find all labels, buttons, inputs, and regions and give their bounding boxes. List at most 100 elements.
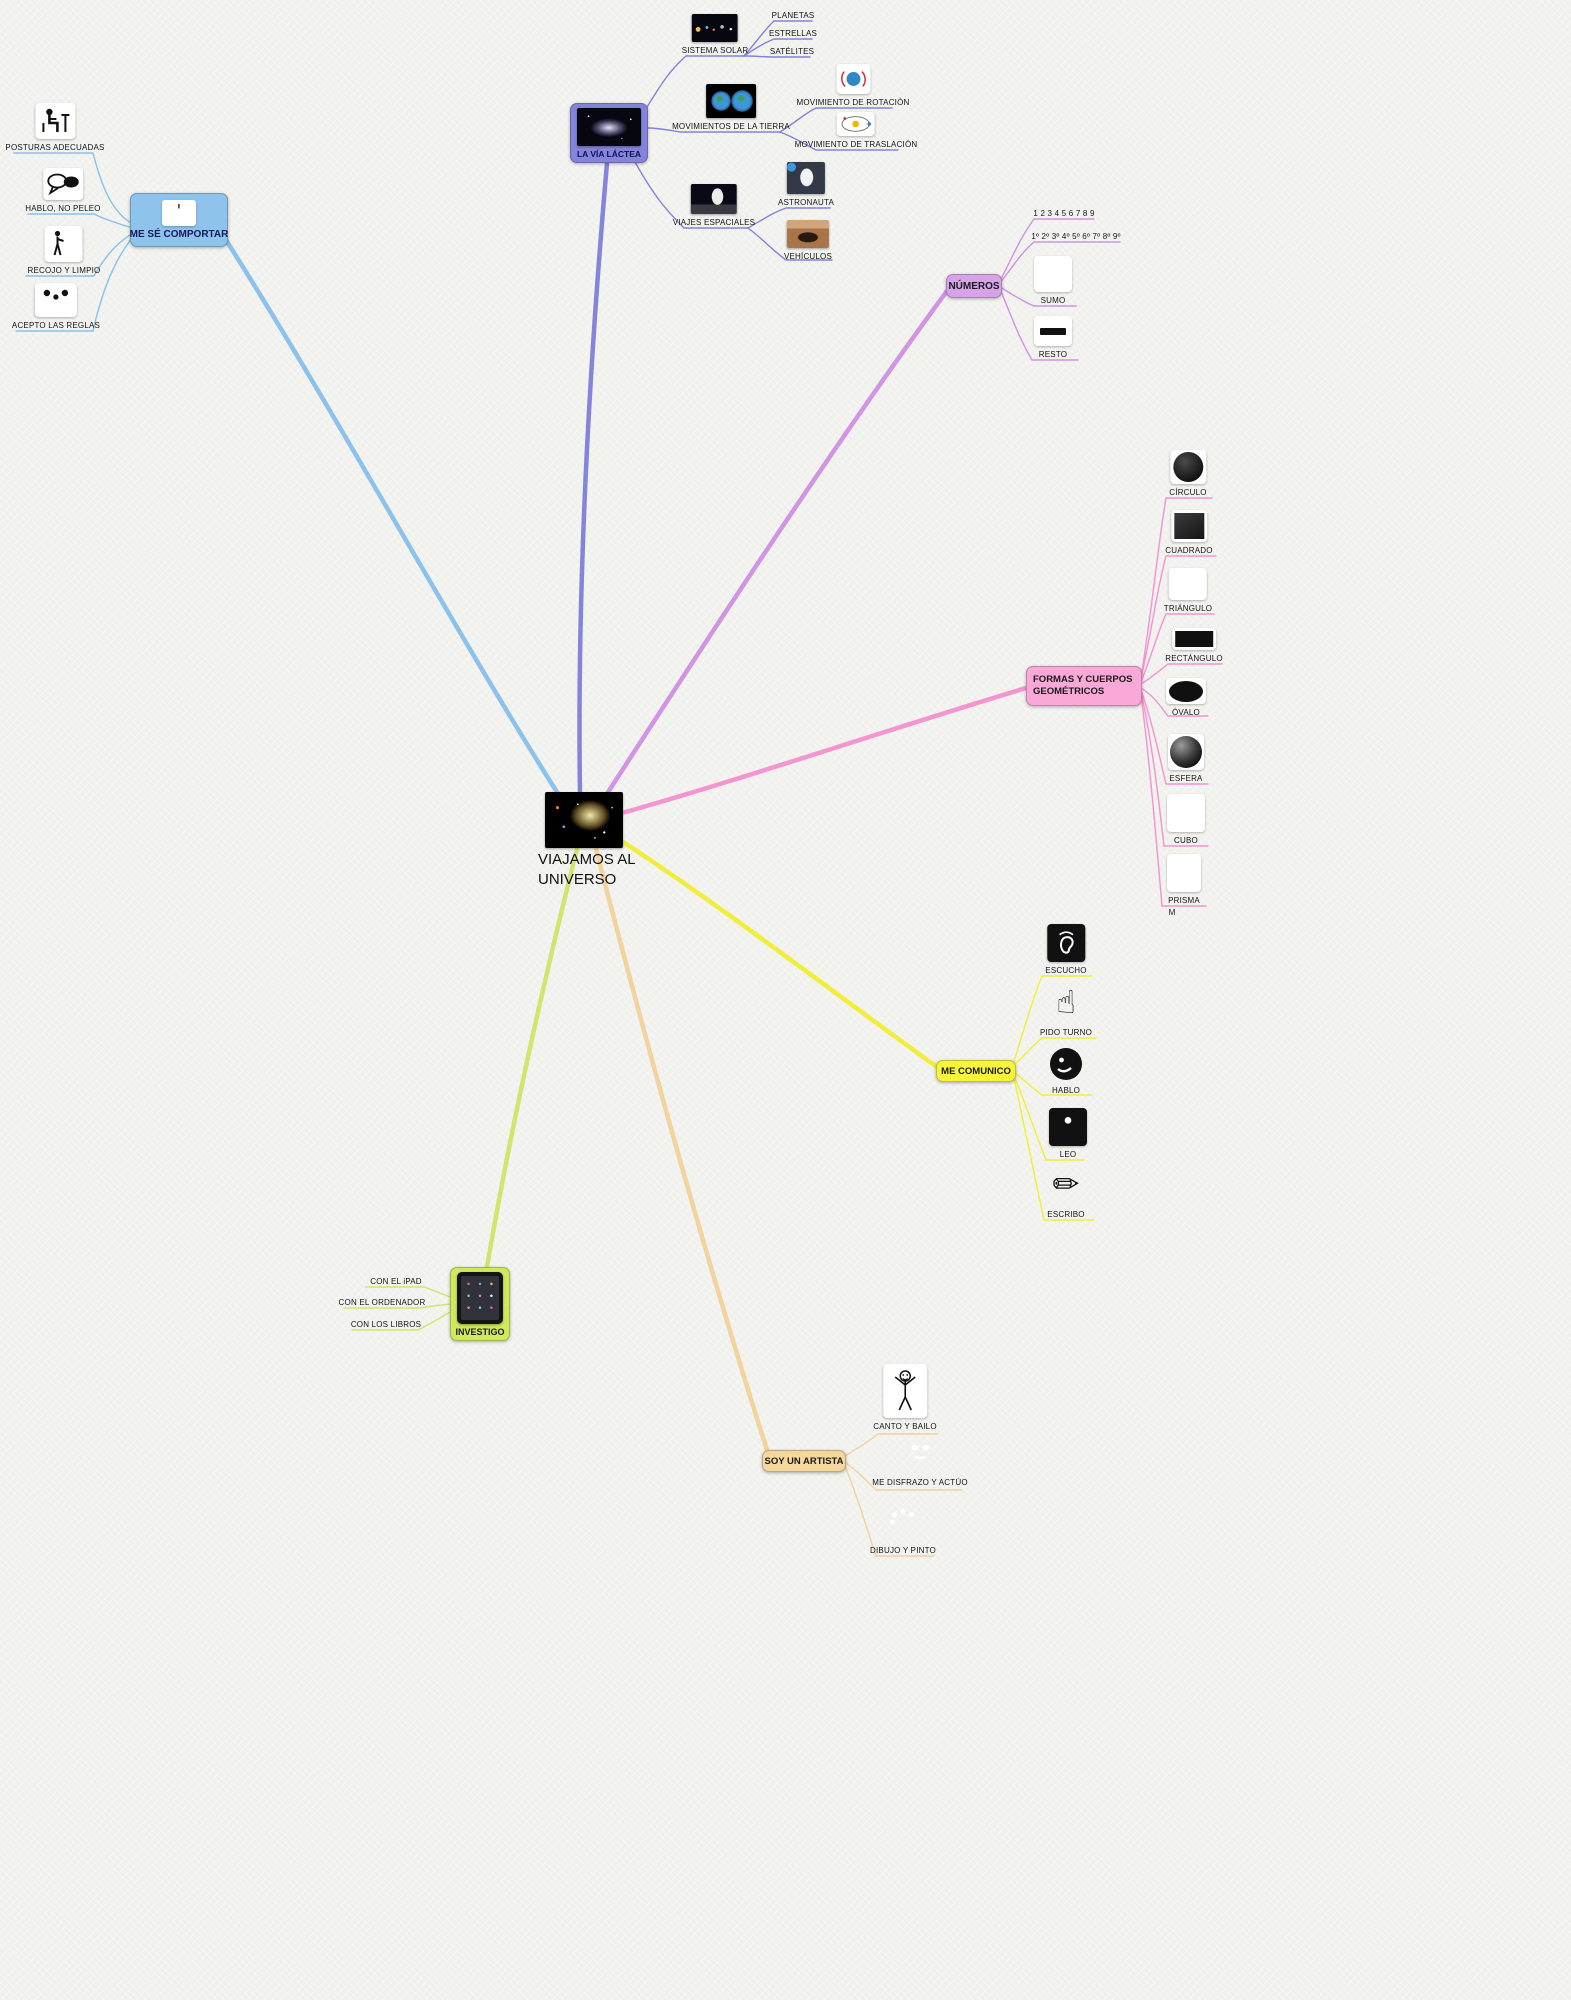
child-label[interactable]: CÍRCULO: [1169, 488, 1207, 497]
child-label[interactable]: MOVIMIENTOS DE LA TIERRA: [672, 122, 790, 131]
node-con-los-libros[interactable]: CON LOS LIBROS: [351, 1320, 421, 1329]
node-prisma[interactable]: PRISMA: [1167, 854, 1201, 905]
child-label[interactable]: CON EL ORDENADOR: [338, 1298, 426, 1307]
node-triangulo[interactable]: TRIÁNGULO: [1164, 568, 1212, 613]
node-resto[interactable]: RESTO: [1034, 316, 1072, 359]
branch-investigo[interactable]: INVESTIGO: [450, 1267, 510, 1341]
node-pido-turno[interactable]: ☝ PIDO TURNO: [1040, 986, 1092, 1037]
child-label[interactable]: PIDO TURNO: [1039, 1028, 1093, 1037]
child-label[interactable]: SATÉLITES: [769, 47, 815, 56]
child-label[interactable]: POSTURAS ADECUADAS: [5, 143, 105, 152]
central-topic-image[interactable]: [545, 792, 623, 848]
earth-orbit-icon: [837, 112, 875, 136]
child-label[interactable]: HABLO, NO PELEO: [25, 204, 101, 213]
child-label[interactable]: ASTRONAUTA: [777, 198, 835, 207]
node-canto-y-bailo[interactable]: CANTO Y BAILO: [873, 1364, 937, 1431]
node-acepto-las-reglas[interactable]: ACEPTO LAS REGLAS: [12, 283, 100, 330]
child-label[interactable]: ACEPTO LAS REGLAS: [11, 321, 101, 330]
node-rectangulo[interactable]: RECTÁNGULO: [1165, 628, 1223, 663]
node-cuadrado[interactable]: CUADRADO: [1165, 510, 1212, 555]
central-topic-title[interactable]: VIAJAMOS AL UNIVERSO: [538, 851, 635, 888]
child-label[interactable]: CON LOS LIBROS: [350, 1320, 422, 1329]
node-dibujo-y-pinto[interactable]: DIBUJO Y PINTO: [870, 1498, 936, 1555]
node-esfera[interactable]: ESFERA: [1168, 734, 1204, 783]
node-hablo-no-peleo[interactable]: HABLO, NO PELEO: [25, 168, 101, 213]
child-label[interactable]: ESCRIBO: [1047, 1210, 1085, 1219]
child-label[interactable]: M: [1168, 908, 1176, 917]
node-satelites[interactable]: SATÉLITES: [770, 47, 814, 56]
child-label[interactable]: VEHÍCULOS: [783, 252, 833, 261]
child-label[interactable]: TRIÁNGULO: [1163, 604, 1213, 613]
child-label[interactable]: CUBO: [1174, 836, 1198, 845]
node-recojo-y-limpio[interactable]: RECOJO Y LIMPIO: [28, 226, 101, 275]
node-planetas[interactable]: PLANETAS: [772, 11, 815, 20]
branch-la-via-lactea[interactable]: LA VÍA LÁCTEA: [570, 103, 648, 163]
node-cardinales[interactable]: 1 2 3 4 5 6 7 8 9: [1033, 209, 1094, 218]
node-sumo[interactable]: SUMO: [1034, 256, 1072, 305]
node-ovalo[interactable]: ÓVALO: [1166, 678, 1206, 717]
node-movimiento-rotacion[interactable]: MOVIMIENTO DE ROTACIÓN: [797, 64, 910, 107]
node-cubo[interactable]: CUBO: [1167, 794, 1205, 845]
child-label[interactable]: 1 2 3 4 5 6 7 8 9: [1033, 209, 1095, 218]
child-label[interactable]: PRISMA: [1168, 896, 1200, 905]
child-label[interactable]: ESCUCHO: [1045, 966, 1087, 975]
prism-shape-icon: [1167, 854, 1201, 892]
branch-numeros[interactable]: NÚMEROS: [946, 274, 1002, 298]
child-label[interactable]: ESTRELLAS: [768, 29, 818, 38]
node-ordinales[interactable]: 1º 2º 3º 4º 5º 6º 7º 8º 9º: [1031, 232, 1120, 241]
child-label[interactable]: RECOJO Y LIMPIO: [27, 266, 101, 275]
child-label[interactable]: SISTEMA SOLAR: [681, 46, 749, 55]
node-con-el-ipad[interactable]: CON EL iPAD: [370, 1277, 422, 1286]
branch-label: INVESTIGO: [455, 1326, 505, 1337]
child-label[interactable]: LEO: [1059, 1150, 1077, 1159]
node-sistema-solar[interactable]: SISTEMA SOLAR: [682, 14, 749, 55]
node-astronauta[interactable]: ASTRONAUTA: [778, 162, 834, 207]
branch-me-se-comportar[interactable]: ME SÉ COMPORTAR: [130, 193, 228, 247]
speech-bubbles-icon: [43, 168, 83, 200]
child-label[interactable]: HABLO: [1051, 1086, 1081, 1095]
branch-formas-geometricas[interactable]: FORMAS Y CUERPOS GEOMÉTRICOS: [1026, 666, 1142, 706]
node-vehiculos[interactable]: VEHÍCULOS: [784, 220, 832, 261]
child-label[interactable]: CANTO Y BAILO: [873, 1422, 937, 1431]
child-label[interactable]: ÓVALO: [1172, 708, 1200, 717]
reading-person-icon: [1049, 1108, 1087, 1146]
node-circulo[interactable]: CÍRCULO: [1169, 450, 1207, 497]
node-leo[interactable]: LEO: [1049, 1108, 1087, 1159]
child-label[interactable]: 1º 2º 3º 4º 5º 6º 7º 8º 9º: [1031, 232, 1121, 241]
earth-movements-image: [706, 84, 756, 118]
branch-label: FORMAS Y CUERPOS GEOMÉTRICOS: [1033, 673, 1133, 697]
node-escribo[interactable]: ✏ ESCRIBO: [1047, 1168, 1084, 1219]
node-m-label[interactable]: M: [1169, 908, 1176, 917]
child-label[interactable]: MOVIMIENTO DE ROTACIÓN: [796, 98, 910, 107]
rover-image: [786, 220, 829, 248]
child-label[interactable]: PLANETAS: [771, 11, 815, 20]
pencil-icon: ✏: [1052, 1165, 1080, 1203]
astronaut-image: [786, 162, 825, 194]
node-estrellas[interactable]: ESTRELLAS: [769, 29, 817, 38]
child-label[interactable]: RECTÁNGULO: [1165, 654, 1223, 663]
child-label[interactable]: CUADRADO: [1165, 546, 1213, 555]
minus-icon: [1034, 316, 1072, 346]
child-label[interactable]: ME DISFRAZO Y ACTÚO: [872, 1478, 968, 1487]
node-con-el-ordenador[interactable]: CON EL ORDENADOR: [339, 1298, 426, 1307]
node-hablo[interactable]: HABLO: [1048, 1046, 1084, 1095]
node-me-disfrazo-y-actuo[interactable]: ME DISFRAZO Y ACTÚO: [872, 1428, 968, 1487]
node-movimiento-traslacion[interactable]: MOVIMIENTO DE TRASLACIÓN: [795, 112, 918, 149]
branch-soy-un-artista[interactable]: SOY UN ARTISTA: [762, 1450, 846, 1472]
node-movimientos-tierra[interactable]: MOVIMIENTOS DE LA TIERRA: [672, 84, 790, 131]
child-label[interactable]: RESTO: [1038, 350, 1068, 359]
cube-shape-icon: [1167, 794, 1205, 832]
child-label[interactable]: CON EL iPAD: [370, 1277, 422, 1286]
child-label[interactable]: VIAJES ESPACIALES: [672, 218, 756, 227]
child-label[interactable]: DIBUJO Y PINTO: [870, 1546, 936, 1555]
solar-system-image: [692, 14, 738, 42]
child-label[interactable]: MOVIMIENTO DE TRASLACIÓN: [794, 140, 918, 149]
child-label[interactable]: ESFERA: [1169, 774, 1203, 783]
circle-shape-icon: [1170, 450, 1206, 484]
child-label[interactable]: SUMO: [1040, 296, 1066, 305]
node-posturas-adecuadas[interactable]: POSTURAS ADECUADAS: [5, 103, 104, 152]
node-viajes-espaciales[interactable]: VIAJES ESPACIALES: [673, 184, 755, 227]
branch-me-comunico[interactable]: ME COMUNICO: [936, 1060, 1016, 1082]
node-escucho[interactable]: ESCUCHO: [1045, 924, 1087, 975]
school-icon: [162, 200, 196, 226]
